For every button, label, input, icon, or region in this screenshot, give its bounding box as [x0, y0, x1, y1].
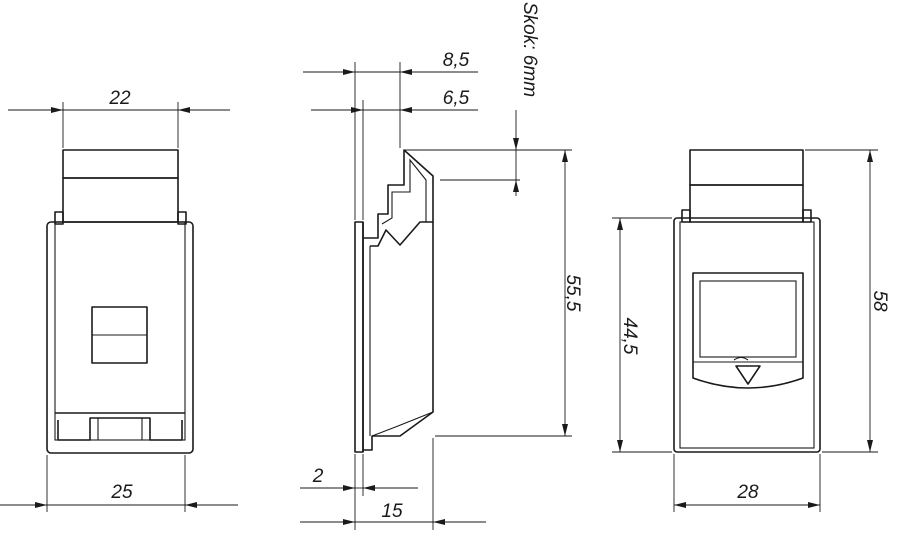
- dim-555-label: 55,5: [562, 275, 583, 312]
- dim-22-label: 22: [108, 88, 131, 109]
- dim-65-label: 6,5: [443, 88, 470, 109]
- dim-445-label: 44,5: [619, 318, 640, 355]
- front-top-body: [62, 177, 179, 223]
- rear-top-cap: [689, 149, 804, 186]
- dim-skok-label: Skok: 6mm: [519, 2, 540, 97]
- front-view: 22 25: [0, 88, 238, 512]
- dim-15-label: 15: [381, 501, 403, 522]
- rear-release-notch: [733, 356, 749, 361]
- rear-right-clip: [802, 209, 812, 223]
- side-view: 8,5 6,5 Skok: 6mm 55,5 2 15: [300, 2, 583, 530]
- dim-58-label: 58: [869, 290, 890, 312]
- dim-2-label: 2: [312, 466, 324, 487]
- rear-socket-opening: [699, 280, 797, 358]
- front-right-clip: [177, 211, 187, 225]
- front-left-clip: [54, 211, 64, 225]
- dim-25-label: 25: [110, 482, 133, 503]
- front-frame-inner: [54, 221, 186, 441]
- rear-top-body: [689, 184, 804, 223]
- rear-view: 44,5 58 28: [612, 149, 890, 512]
- side-base-plate: [354, 221, 364, 453]
- rear-frame-inner: [679, 221, 815, 449]
- side-body-right: [363, 222, 434, 451]
- dim-28-label: 28: [736, 482, 759, 503]
- side-bottom-wedge: [371, 411, 434, 437]
- rear-left-clip: [681, 209, 691, 223]
- side-latch: [363, 149, 434, 247]
- front-bottom-notch: [57, 417, 183, 441]
- dim-85-label: 8,5: [443, 50, 470, 71]
- rear-socket-window: [692, 272, 804, 389]
- rear-frame: [673, 217, 821, 453]
- front-top-cap: [62, 149, 179, 179]
- side-latch-inner: [381, 158, 427, 225]
- rear-release-triangle-icon: [735, 365, 761, 385]
